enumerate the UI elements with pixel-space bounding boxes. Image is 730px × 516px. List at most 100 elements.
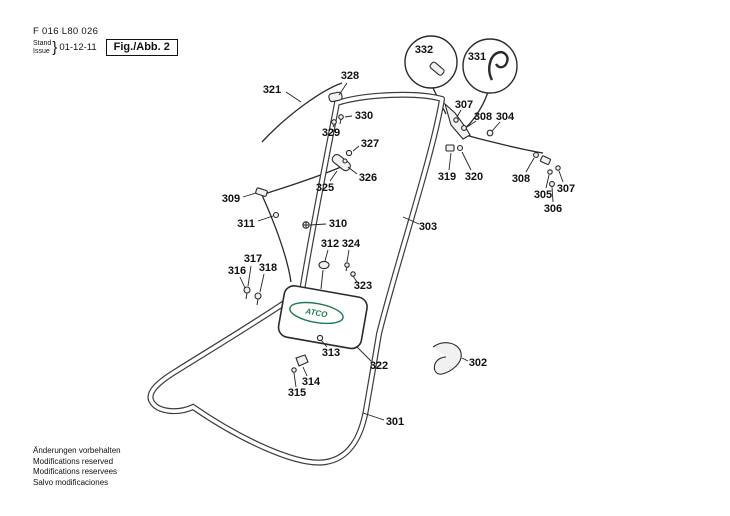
screw-305 — [547, 169, 553, 175]
leader-line-330 — [344, 115, 353, 118]
starter-handle-302 — [432, 342, 462, 375]
note-es: Salvo modificaciones — [33, 477, 109, 487]
leader-line-302 — [461, 357, 469, 362]
part-label-309: 309 — [222, 193, 240, 205]
leader-line-308 — [525, 157, 535, 173]
leader-line-307 — [456, 109, 462, 118]
brace-glyph: } — [52, 39, 58, 56]
leader-line-312 — [324, 249, 329, 262]
leader-line-319 — [448, 152, 452, 171]
part-label-324: 324 — [342, 238, 361, 250]
screw-324 — [344, 262, 350, 268]
doc-number: F 016 L80 026 — [33, 26, 99, 37]
leader-line-328 — [338, 82, 348, 96]
figure-label: Fig./Abb. 2 — [113, 41, 170, 53]
leader-line-324 — [346, 249, 350, 263]
leader-line-317 — [247, 265, 252, 287]
washer-308 — [461, 125, 467, 131]
part-label-321: 321 — [263, 84, 281, 96]
bolt-313 — [316, 334, 324, 342]
bolt-327 — [345, 149, 353, 157]
part-label-325: 325 — [316, 182, 334, 194]
screw-307b — [555, 165, 561, 171]
bracket-cluster — [539, 155, 552, 166]
leader-line-327 — [352, 145, 360, 152]
note-fr: Modifications reservees — [33, 467, 118, 476]
small-parts — [243, 91, 561, 375]
part-label-303: 303 — [419, 221, 437, 233]
screw-329 — [331, 119, 337, 125]
leader-line-309 — [242, 192, 257, 198]
leader-line-313 — [320, 339, 328, 348]
note-en: Modifications reserved — [33, 456, 114, 466]
leader-line-307 — [558, 170, 564, 183]
stand-label: Stand — [33, 39, 52, 47]
part-label-304: 304 — [496, 111, 515, 123]
handle-frame — [147, 91, 445, 466]
part-label-331: 331 — [468, 51, 486, 63]
leader-line-323 — [352, 275, 358, 283]
leader-line-304 — [491, 121, 501, 132]
leader-line-316 — [239, 276, 246, 289]
footer-notes: Änderungen vorbehalten Modifications res… — [33, 446, 121, 488]
part-label-310: 310 — [329, 218, 347, 230]
part-label-312: 312 — [321, 238, 339, 250]
part-label-322: 322 — [370, 360, 388, 372]
note-de: Änderungen vorbehalten — [33, 446, 121, 455]
knob-312 — [318, 260, 330, 270]
part-label-314: 314 — [302, 376, 321, 388]
part-320 — [456, 144, 464, 152]
leader-line-303 — [402, 216, 420, 225]
part-label-305: 305 — [534, 189, 552, 201]
bracket-314 — [295, 354, 309, 367]
leader-line-314 — [302, 366, 308, 377]
console-housing: ATCO — [277, 285, 368, 350]
detail-circle-332 — [404, 35, 458, 89]
screw-326 — [342, 158, 348, 164]
detail-circle-331 — [462, 38, 518, 94]
leader-line-306 — [551, 186, 554, 203]
part-label-317: 317 — [244, 253, 262, 265]
part-label-330: 330 — [355, 110, 373, 122]
leader-line-321 — [285, 91, 302, 103]
leader-line-315 — [293, 372, 297, 388]
part-label-328: 328 — [341, 70, 359, 82]
part-label-326: 326 — [359, 172, 377, 184]
part-label-329: 329 — [322, 127, 340, 139]
screw-315 — [291, 367, 297, 373]
nut-304 — [486, 129, 494, 137]
part-label-318: 318 — [259, 262, 277, 274]
issue-row: Stand Issue } 01-12-11 Fig./Abb. 2 — [33, 39, 178, 56]
cable-hook-part — [488, 51, 509, 81]
part-label-307: 307 — [455, 99, 473, 111]
leader-line-322 — [356, 346, 372, 362]
brand-logo: ATCO — [304, 306, 329, 319]
issue-date: 01-12-11 — [59, 42, 97, 53]
part-label-301: 301 — [386, 416, 404, 428]
part-label-302: 302 — [469, 357, 487, 369]
part-label-308: 308 — [474, 111, 492, 123]
pin-part — [429, 61, 445, 76]
part-label-320: 320 — [465, 171, 483, 183]
leader-line-325 — [329, 170, 338, 182]
part-label-313: 313 — [322, 347, 340, 359]
leader-line-305 — [545, 174, 550, 189]
issue-label: Issue — [33, 47, 50, 55]
leader-line-326 — [347, 166, 358, 175]
issue-labels: Stand Issue — [33, 40, 51, 56]
part-label-307: 307 — [557, 183, 575, 195]
part-label-319: 319 — [438, 171, 456, 183]
leader-line-301 — [362, 412, 385, 421]
header: F 016 L80 026 Stand Issue } 01-12-11 Fig… — [33, 26, 178, 56]
clip-309 — [255, 187, 268, 197]
leader-line-320 — [461, 151, 472, 171]
part-label-311: 311 — [237, 218, 255, 230]
part-label-316: 316 — [228, 265, 246, 277]
leader-line-329 — [332, 124, 335, 128]
leader-line-318 — [259, 273, 265, 293]
screw-311 — [272, 211, 280, 219]
leader-line-308 — [466, 120, 477, 128]
